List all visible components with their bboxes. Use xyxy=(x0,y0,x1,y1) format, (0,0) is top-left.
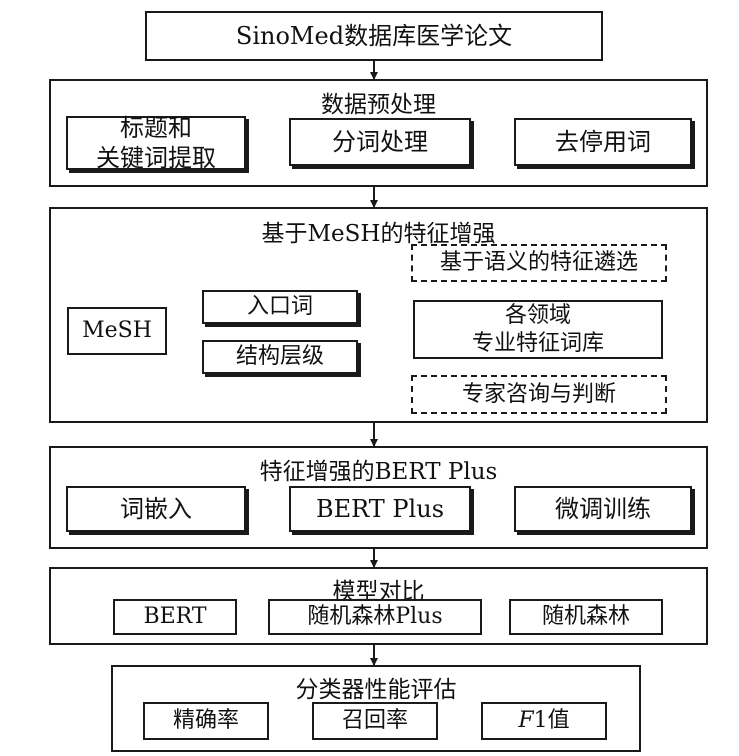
model-bert-box: BERT xyxy=(113,599,237,635)
domain-lexicon-label: 各领域 专业特征词库 xyxy=(471,303,604,356)
tree-levels-label: 结构层级 xyxy=(235,344,324,370)
metric-f1-label: F1值 xyxy=(518,707,569,735)
semantic-filter-box: 基于语义的特征遴选 xyxy=(411,244,667,282)
keyword-extraction-box: 标题和 关键词提取 xyxy=(66,114,246,172)
mesh-label: MeSH xyxy=(82,318,152,344)
source-box: SinoMed数据库医学论文 xyxy=(145,11,603,61)
keyword-extraction-label: 标题和 关键词提取 xyxy=(96,114,216,172)
stopword-box: 去停用词 xyxy=(514,118,692,166)
preprocessing-title: 数据预处理 xyxy=(321,92,436,118)
bert-plus-title: 特征增强的BERT Plus xyxy=(259,459,498,485)
finetune-label: 微调训练 xyxy=(555,495,651,523)
model-rf-plus-box: 随机森林Plus xyxy=(268,599,482,635)
word-embedding-box: 词嵌入 xyxy=(66,486,246,532)
metric-f1-rest: 1值 xyxy=(533,708,570,734)
bert-plus-box: BERT Plus xyxy=(289,486,471,532)
source-label: SinoMed数据库医学论文 xyxy=(235,22,513,50)
expert-consult-box: 专家咨询与判断 xyxy=(411,375,667,414)
metric-precision-box: 精确率 xyxy=(143,702,269,740)
model-rf-label: 随机森林 xyxy=(541,604,630,630)
entry-terms-box: 入口词 xyxy=(202,290,358,324)
segmentation-box: 分词处理 xyxy=(289,118,471,166)
mesh-box: MeSH xyxy=(67,307,167,355)
metric-precision-label: 精确率 xyxy=(172,708,239,734)
word-embedding-label: 词嵌入 xyxy=(120,495,192,523)
entry-terms-label: 入口词 xyxy=(246,294,313,320)
segmentation-label: 分词处理 xyxy=(332,128,428,156)
expert-consult-label: 专家咨询与判断 xyxy=(461,381,616,407)
model-bert-label: BERT xyxy=(143,604,207,630)
bert-plus-label: BERT Plus xyxy=(315,495,445,523)
metric-recall-box: 召回率 xyxy=(312,702,438,740)
model-rf-box: 随机森林 xyxy=(509,599,663,635)
metric-f1-box: F1值 xyxy=(481,702,607,740)
metric-recall-label: 召回率 xyxy=(341,708,408,734)
stopword-label: 去停用词 xyxy=(555,128,651,156)
tree-levels-box: 结构层级 xyxy=(202,340,358,374)
finetune-box: 微调训练 xyxy=(514,486,692,532)
evaluation-title: 分类器性能评估 xyxy=(295,677,457,703)
metric-f1-italic: F xyxy=(518,708,534,734)
model-rf-plus-label: 随机森林Plus xyxy=(307,604,443,630)
domain-lexicon-box: 各领域 专业特征词库 xyxy=(413,300,663,359)
semantic-filter-label: 基于语义的特征遴选 xyxy=(439,250,638,276)
mesh-enhancement-title: 基于MeSH的特征增强 xyxy=(261,221,496,247)
